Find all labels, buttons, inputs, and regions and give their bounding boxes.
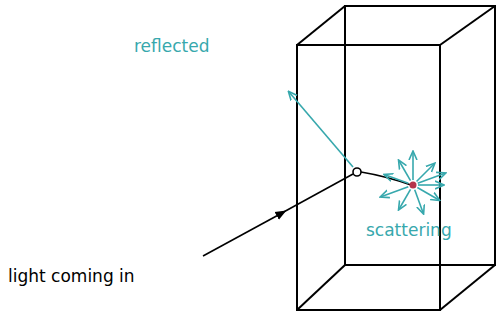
- scatter-arrow: [399, 189, 411, 209]
- scatter-arrow: [415, 190, 424, 213]
- scattering-arrows: [381, 152, 445, 213]
- incoming-light-label: light coming in: [8, 266, 135, 286]
- incoming-ray: [203, 168, 411, 256]
- scatter-arrow: [418, 184, 443, 186]
- scatter-arrow: [385, 175, 408, 184]
- scatter-point: [410, 182, 417, 189]
- box-wireframe: [297, 6, 495, 310]
- scatter-arrow: [412, 152, 414, 180]
- reflected-ray: [289, 92, 353, 167]
- reflected-label: reflected: [134, 36, 210, 56]
- scatter-arrow: [418, 173, 445, 183]
- scatter-arrow: [381, 187, 408, 197]
- scatter-arrow: [399, 161, 411, 181]
- scatter-arrow: [417, 188, 439, 201]
- scattering-label: scattering: [366, 220, 452, 240]
